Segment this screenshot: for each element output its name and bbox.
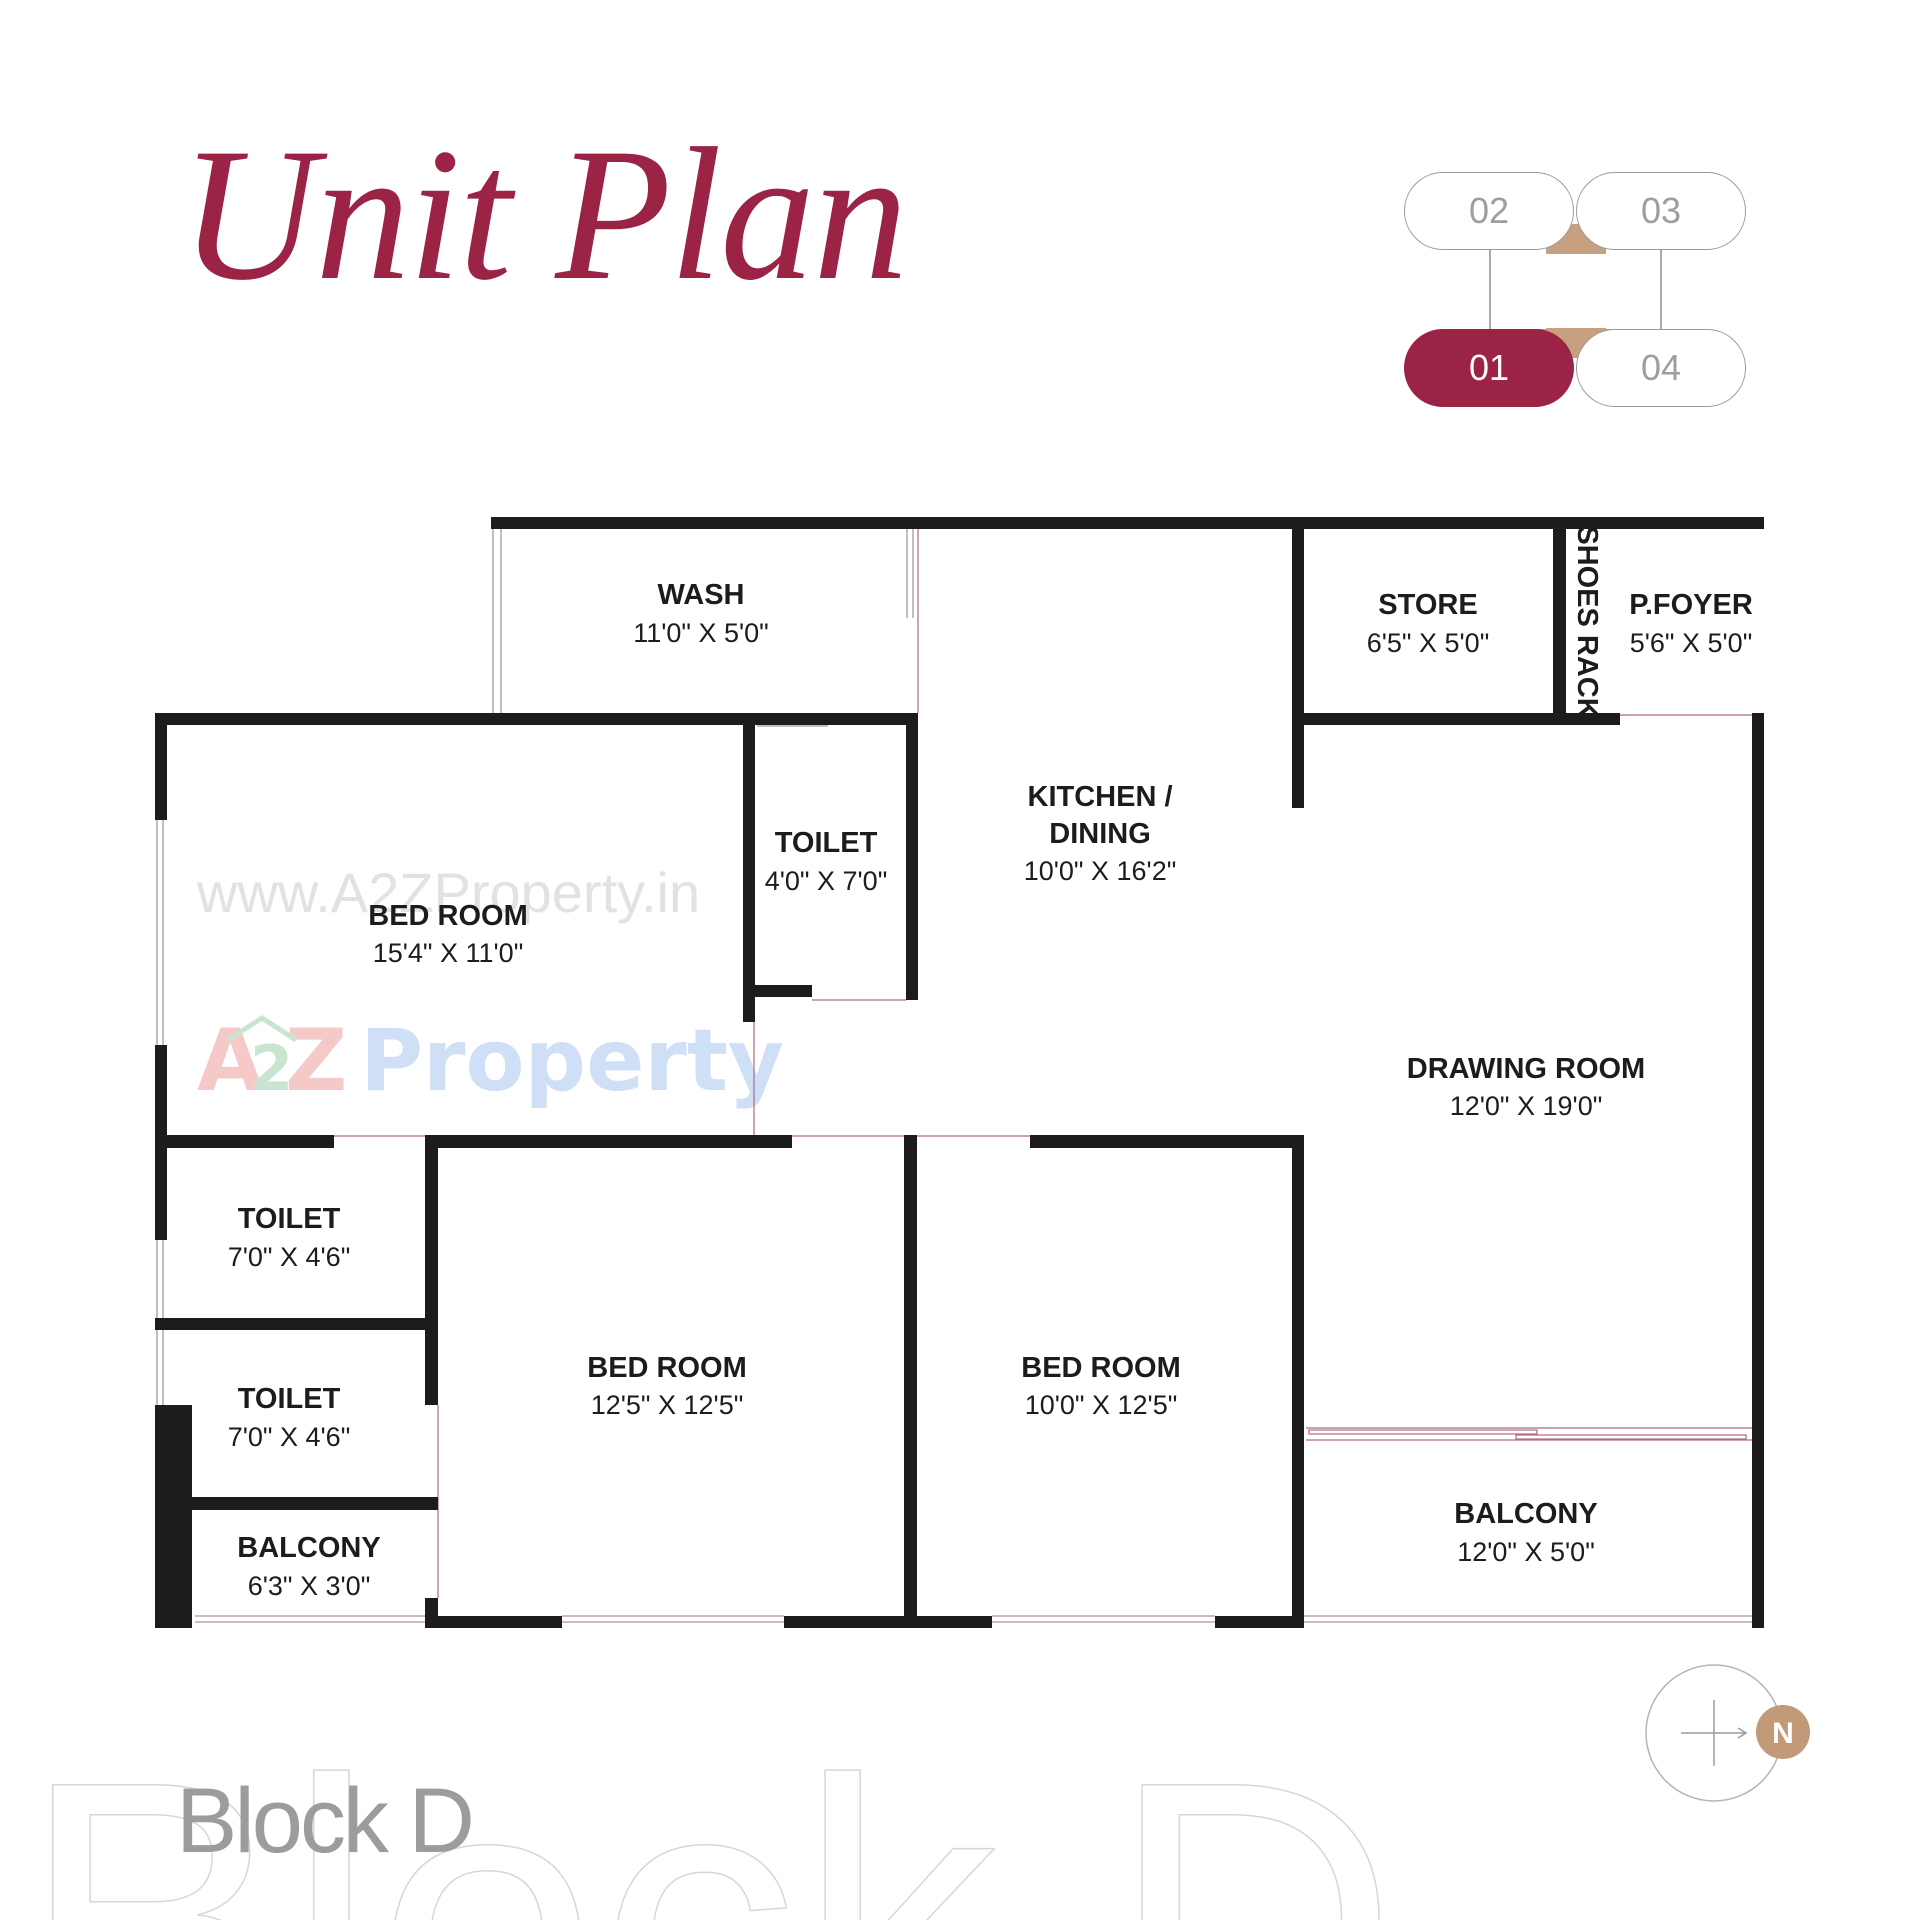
room-toilet-attached: TOILET 4'0" X 7'0" (765, 827, 888, 896)
selector-connector-left (1489, 250, 1491, 330)
room-bedroom-1: BED ROOM 15'4" X 11'0" (368, 900, 528, 968)
room-dims: 7'0" X 4'6" (228, 1242, 351, 1272)
room-kitchen-dining: KITCHEN / DINING 10'0" X 16'2" (1024, 781, 1177, 886)
room-dims: 11'0" X 5'0" (633, 618, 769, 648)
page-title: Unit Plan (180, 110, 908, 320)
room-dims: 12'5" X 12'5" (591, 1390, 744, 1420)
selector-connector-right (1660, 250, 1662, 330)
unit-selector: 02 03 01 04 (1404, 172, 1750, 408)
room-bedroom-2: BED ROOM 12'5" X 12'5" (587, 1352, 747, 1420)
watermark-logo: A 2 Z Property (197, 1011, 784, 1111)
room-dims: 6'5" X 5'0" (1367, 628, 1490, 658)
room-name: WASH (658, 579, 745, 611)
room-dims: 12'0" X 5'0" (1457, 1537, 1595, 1567)
north-label: N (1772, 1717, 1794, 1750)
room-dims: 6'3" X 3'0" (248, 1571, 371, 1601)
house-roof-icon (226, 1015, 298, 1043)
room-dims: 7'0" X 4'6" (228, 1422, 351, 1452)
room-store: STORE 6'5" X 5'0" (1367, 589, 1490, 658)
room-name: DRAWING ROOM (1407, 1053, 1645, 1085)
door-lines (334, 529, 1752, 1598)
north-badge (1756, 1705, 1810, 1759)
room-dims: 4'0" X 7'0" (765, 866, 888, 896)
room-name: TOILET (238, 1203, 341, 1235)
room-dims: 10'0" X 12'5" (1025, 1390, 1178, 1420)
unit-option-04[interactable]: 04 (1576, 329, 1746, 407)
window-lines (156, 529, 1752, 1623)
room-name: TOILET (238, 1383, 341, 1415)
room-name: BED ROOM (1021, 1352, 1181, 1384)
room-name: BED ROOM (368, 900, 528, 932)
room-name: BED ROOM (587, 1352, 747, 1384)
room-name: STORE (1378, 589, 1477, 621)
room-balcony-small: BALCONY 6'3" X 3'0" (237, 1532, 380, 1601)
watermark-url: www.A2ZProperty.in (196, 861, 700, 924)
room-toilet-3: TOILET 7'0" X 4'6" (228, 1383, 351, 1452)
watermark-logo-word: Property (360, 1011, 784, 1111)
room-name-line2: DINING (1049, 818, 1151, 850)
room-drawing-room: DRAWING ROOM 12'0" X 19'0" (1407, 1053, 1645, 1121)
room-shoes-rack: SHOES RACK (1571, 525, 1603, 718)
room-name: KITCHEN / (1028, 781, 1173, 813)
room-name: BALCONY (237, 1532, 380, 1564)
walls (155, 517, 1764, 1628)
room-dims: 12'0" X 19'0" (1450, 1091, 1603, 1121)
unit-option-01[interactable]: 01 (1404, 329, 1574, 407)
room-dims: 15'4" X 11'0" (373, 938, 524, 968)
watermark-logo-z: Z (285, 1011, 347, 1111)
room-wash: WASH 11'0" X 5'0" (633, 579, 769, 648)
watermark-logo-2: 2 (250, 1032, 293, 1105)
room-toilet-2: TOILET 7'0" X 4'6" (228, 1203, 351, 1272)
room-bedroom-3: BED ROOM 10'0" X 12'5" (1021, 1352, 1181, 1420)
north-compass: N (1645, 1664, 1810, 1802)
room-labels: WASH 11'0" X 5'0" KITCHEN / DINING 10'0"… (228, 525, 1753, 1601)
block-label: Block D (176, 1770, 472, 1872)
unit-option-03[interactable]: 03 (1576, 172, 1746, 250)
room-dims: 5'6" X 5'0" (1630, 628, 1753, 658)
watermark-logo-a: A (197, 1011, 264, 1111)
room-dims: 10'0" X 16'2" (1024, 856, 1177, 886)
room-name: P.FOYER (1629, 589, 1753, 621)
room-name: SHOES RACK (1571, 525, 1603, 718)
block-outline-text: Block D (20, 1698, 1398, 1920)
unit-option-02[interactable]: 02 (1404, 172, 1574, 250)
room-p-foyer: P.FOYER 5'6" X 5'0" (1629, 589, 1753, 658)
room-name: BALCONY (1454, 1498, 1597, 1530)
room-balcony-large: BALCONY 12'0" X 5'0" (1454, 1498, 1597, 1567)
room-name: TOILET (775, 827, 878, 859)
